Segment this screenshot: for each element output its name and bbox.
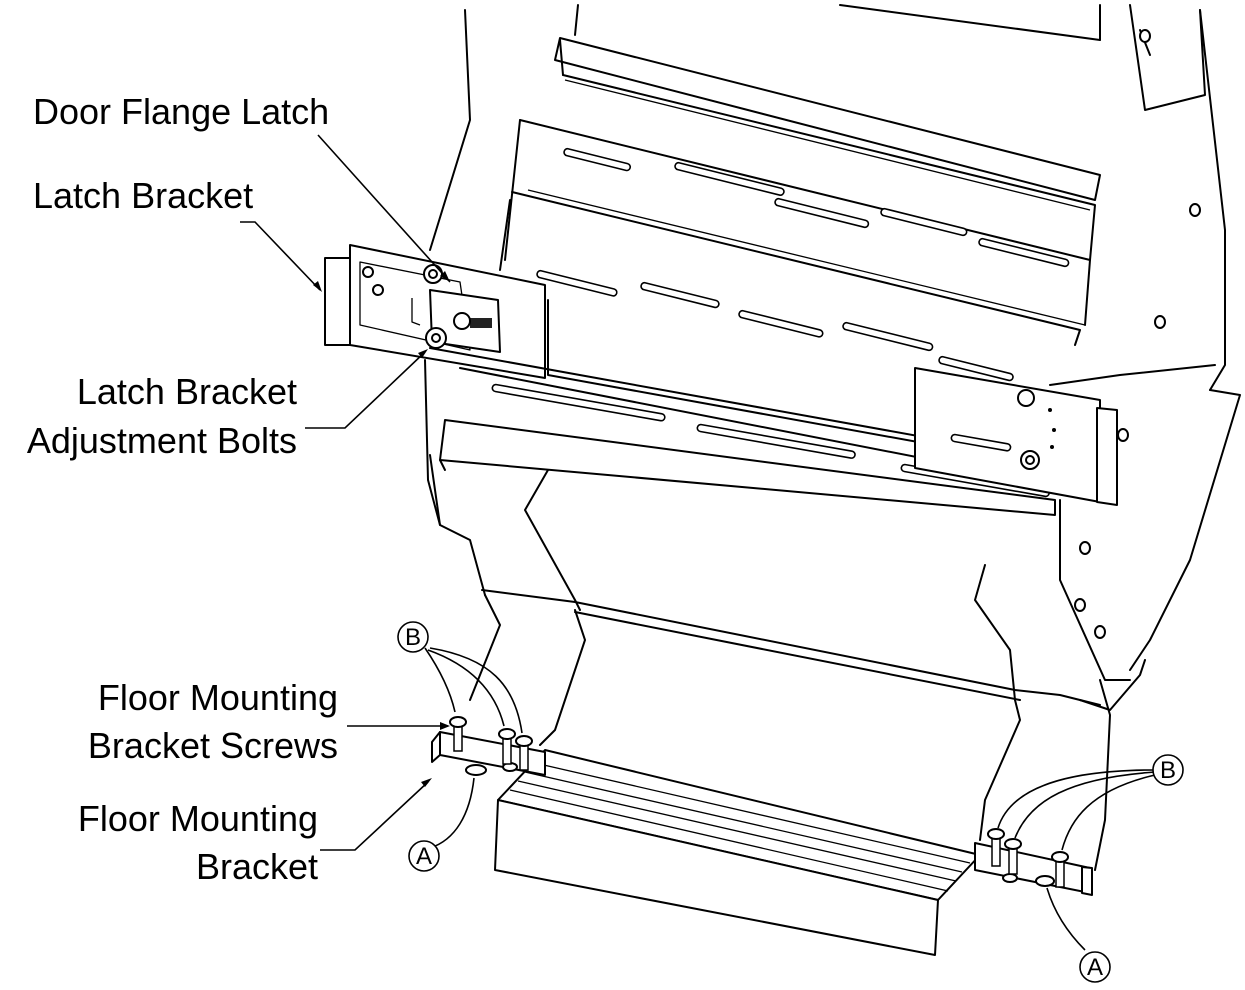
- svg-text:A: A: [416, 843, 432, 870]
- callout-a-right: A: [1079, 951, 1111, 983]
- callout-b-right: B: [1152, 754, 1184, 786]
- svg-text:A: A: [1087, 954, 1103, 981]
- label-floor-mounting-bracket-1: Floor Mounting: [78, 798, 318, 839]
- floor-bracket-screws-left: [449, 716, 533, 771]
- label-floor-mounting-bracket-screws-2: Bracket Screws: [88, 725, 338, 766]
- svg-text:B: B: [1160, 757, 1176, 784]
- label-door-flange-latch: Door Flange Latch: [33, 91, 329, 132]
- label-floor-mounting-bracket-screws-1: Floor Mounting: [98, 677, 338, 718]
- floor-bracket-screws-right: [987, 828, 1069, 888]
- latch-tab: [470, 318, 492, 328]
- latch-bracket-right: [914, 367, 1118, 506]
- leader-lines: [240, 134, 1156, 951]
- right-side-panel: [1049, 4, 1241, 711]
- left-side-panel: [424, 9, 486, 596]
- label-floor-mounting-bracket-2: Bracket: [196, 846, 318, 887]
- label-latch-bracket-adjustment-bolts-2: Adjustment Bolts: [27, 420, 297, 461]
- latch-adjustment-bolts-left: [423, 264, 471, 349]
- floor-step: [494, 749, 981, 956]
- label-latch-bracket-adjustment-bolts-1: Latch Bracket: [77, 371, 297, 412]
- back-wall: [574, 4, 1101, 41]
- lower-door-panels: [469, 469, 1111, 871]
- callout-a-left: A: [408, 840, 440, 872]
- upper-door-panels: [499, 37, 1101, 382]
- cross-bar: [429, 299, 1101, 516]
- svg-text:B: B: [405, 624, 421, 651]
- label-latch-bracket: Latch Bracket: [33, 175, 253, 216]
- callout-b-left: B: [397, 621, 429, 653]
